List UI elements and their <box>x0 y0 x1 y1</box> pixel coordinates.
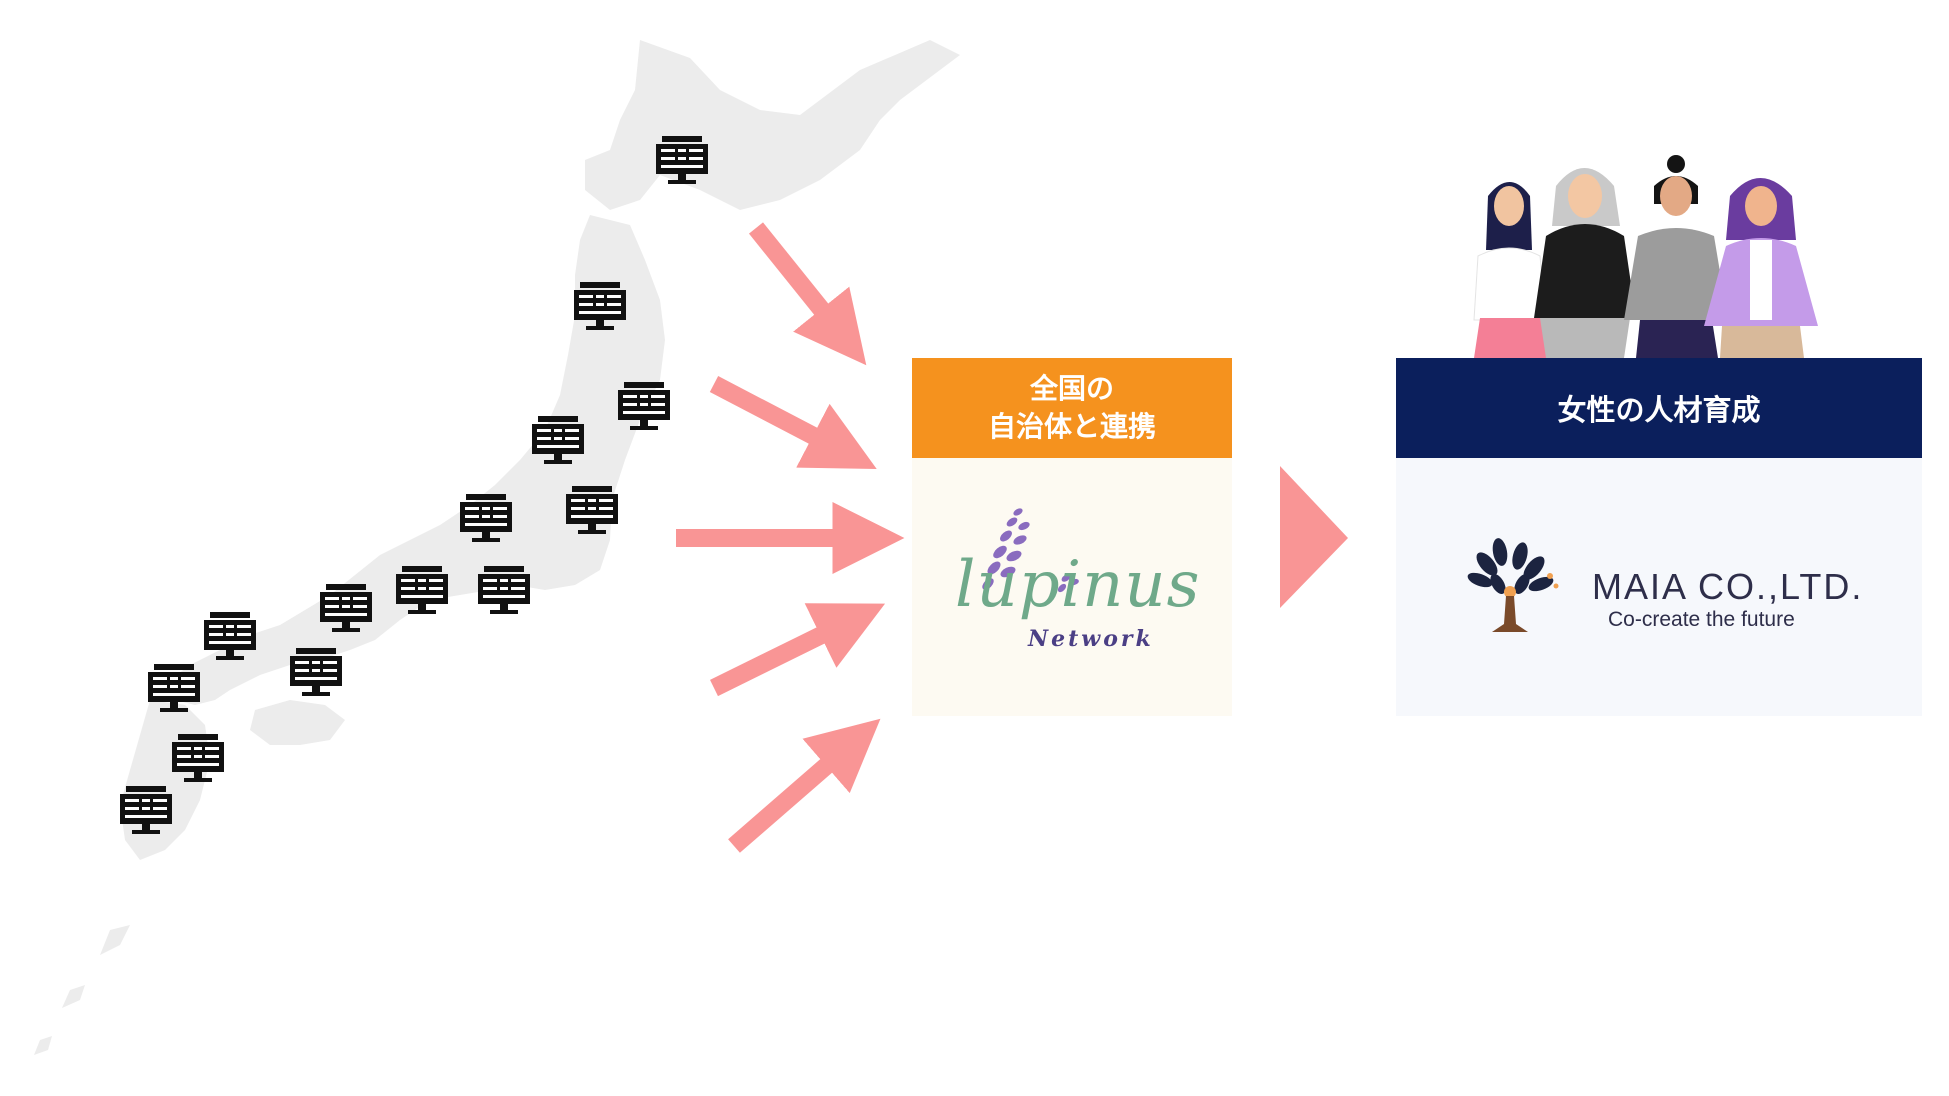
woman-figure <box>1704 178 1818 358</box>
woman-figure <box>1624 155 1728 358</box>
woman-figure <box>1534 168 1636 358</box>
shikoku-shape <box>250 700 345 745</box>
triangle-right-icon <box>1280 466 1348 608</box>
island-shape <box>34 1036 52 1055</box>
salmon-arrow-icon <box>728 718 881 853</box>
maia-company-name: MAIA CO.,LTD. <box>1592 566 1864 607</box>
island-shape <box>62 985 85 1008</box>
partner-title-line1: 全国の <box>1029 372 1114 405</box>
lupinus-logo-text: lupinus <box>955 548 1201 622</box>
woman-figure <box>1473 182 1548 358</box>
partner-title-line2: 自治体と連携 <box>987 410 1156 443</box>
salmon-arrow-icon <box>748 222 867 366</box>
island-shape <box>100 925 130 955</box>
lupinus-logo-subtext: Network <box>1028 626 1154 652</box>
mission-title: 女性の人材育成 <box>1557 393 1761 427</box>
mission-card-header: 女性の人材育成 <box>1396 358 1922 458</box>
honshu-shape <box>170 215 665 705</box>
salmon-arrow-icon <box>710 603 886 697</box>
maia-tagline: Co-create the future <box>1608 608 1795 631</box>
partner-card-header: 全国の 自治体と連携 <box>912 358 1232 458</box>
partner-card-body <box>912 458 1232 716</box>
salmon-arrow-icon <box>709 376 877 470</box>
